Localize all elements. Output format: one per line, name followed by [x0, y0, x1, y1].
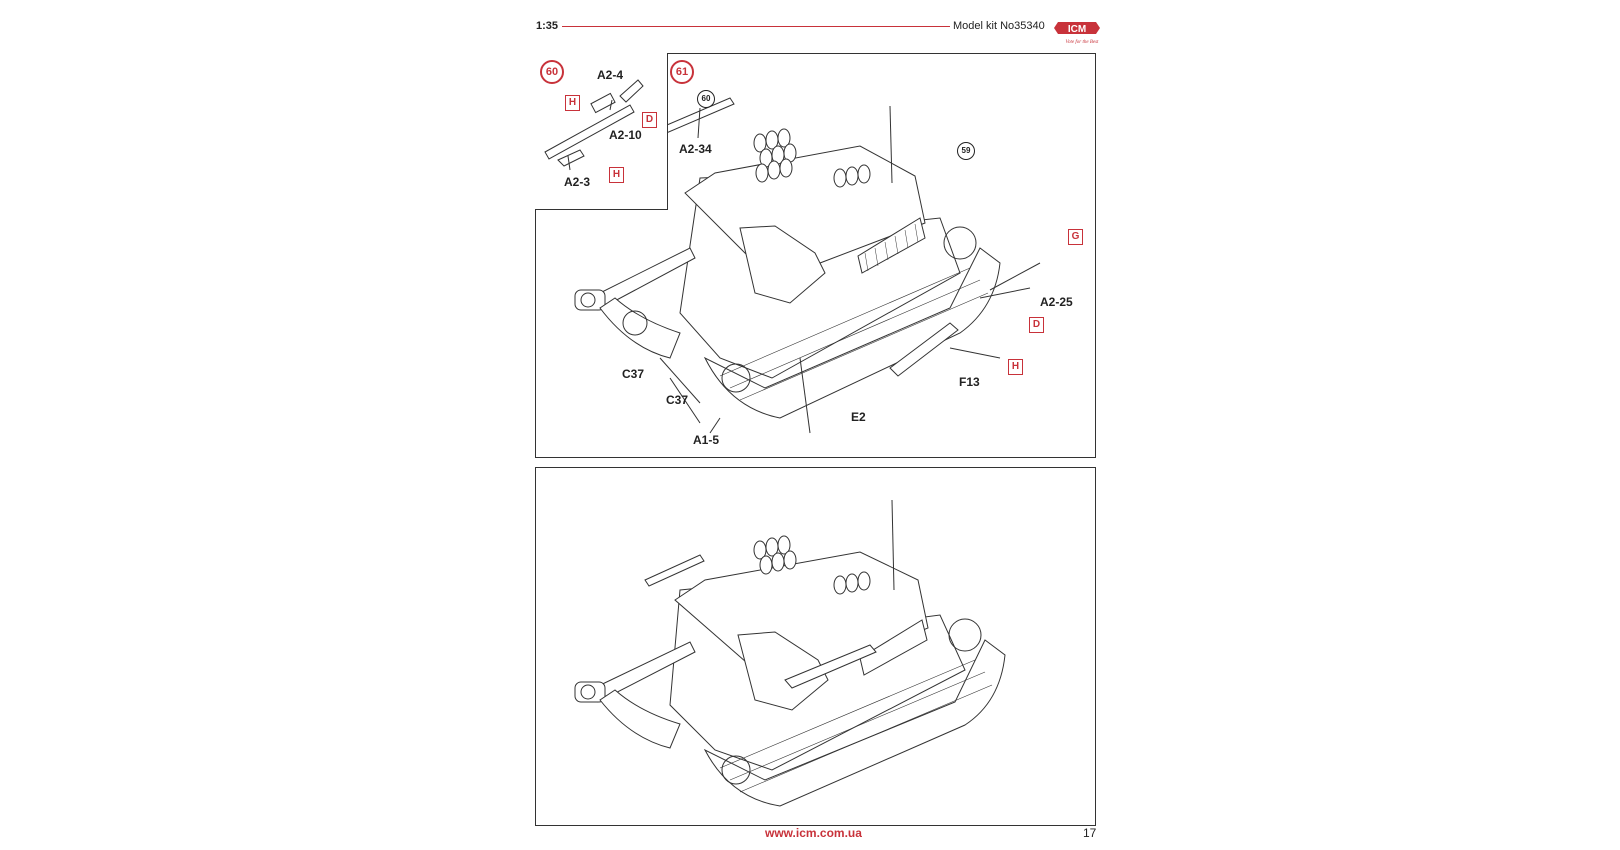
logo-text: ICM [1068, 24, 1086, 35]
part-label-e2: E2 [851, 410, 866, 424]
model-kit-label: Model kit No35340 [953, 20, 1045, 32]
paint-code-g: G [1068, 229, 1083, 245]
header-rule [562, 26, 950, 27]
part-label-a2-34: A2-34 [679, 142, 712, 156]
ref-step-59: 59 [957, 142, 975, 160]
part-label-c37: C37 [666, 393, 689, 407]
paint-code-d: D [1029, 317, 1044, 333]
ref-step-60: 60 [697, 90, 715, 108]
part-label-f13: F13 [959, 375, 980, 389]
scale-label: 1:35 [536, 20, 559, 32]
paint-code-h: H [1008, 359, 1023, 375]
step-61-badge: 61 [670, 60, 694, 84]
machine-gun-drawing [544, 79, 644, 171]
paint-code-h: H [565, 95, 580, 111]
part-label-a2-3: A2-3 [564, 175, 591, 189]
vehicle-drawing-top [574, 97, 1041, 434]
part-label-a2-25: A2-25 [1040, 295, 1073, 309]
part-label-a2-4: A2-4 [597, 68, 624, 82]
paint-code-d: D [642, 112, 657, 128]
step-60-badge: 60 [540, 60, 564, 84]
vehicle-drawing-bottom [574, 499, 1006, 807]
part-label-c37: C37 [622, 367, 645, 381]
part-label-a1-5: A1-5 [693, 433, 720, 447]
page-number: 17 [1083, 826, 1097, 840]
logo-tagline: Vote for the Best [1066, 40, 1100, 45]
part-label-a2-10: A2-10 [609, 128, 642, 142]
footer-url[interactable]: www.icm.com.ua [765, 826, 862, 840]
paint-code-h: H [609, 167, 624, 183]
icm-logo: ICM Vote for the Best [1054, 22, 1100, 45]
